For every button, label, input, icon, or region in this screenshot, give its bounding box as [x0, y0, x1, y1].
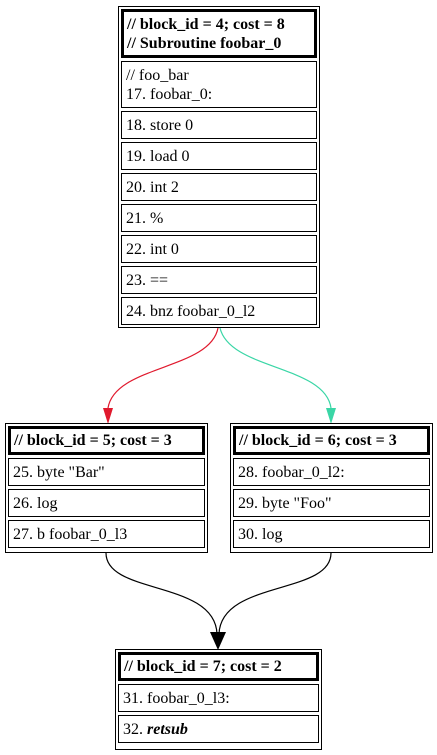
instruction-29: 29. byte "Foo"	[233, 489, 430, 517]
instruction-22: 22. int 0	[121, 235, 317, 263]
edge-b4-to-b5	[107, 327, 219, 409]
instruction-24: 24. bnz foobar_0_l2	[121, 297, 317, 325]
instruction-25: 25. byte "Bar"	[8, 458, 205, 486]
edge-b6-to-b7	[218, 552, 332, 635]
block-6: // block_id = 6; cost = 3 28. foobar_0_l…	[230, 423, 433, 553]
block-4-header: // block_id = 4; cost = 8 // Subroutine …	[121, 9, 317, 58]
block-4-comment: // foo_bar	[126, 66, 189, 84]
instruction-32-number: 32.	[123, 720, 143, 738]
block-7-header: // block_id = 7; cost = 2	[118, 652, 319, 681]
block-7: // block_id = 7; cost = 2 31. foobar_0_l…	[115, 649, 322, 750]
instruction-32: 32. retsub	[118, 715, 319, 743]
arrowhead-b4-to-b5	[103, 408, 113, 424]
block-4: // block_id = 4; cost = 8 // Subroutine …	[118, 6, 320, 328]
block-5-header: // block_id = 5; cost = 3	[8, 426, 205, 455]
block-4-label: 17. foobar_0:	[126, 85, 213, 103]
instruction-20: 20. int 2	[121, 173, 317, 201]
instruction-23: 23. ==	[121, 266, 317, 294]
instruction-28: 28. foobar_0_l2:	[233, 458, 430, 486]
instruction-27: 27. b foobar_0_l3	[8, 520, 205, 548]
block-4-label-cell: // foo_bar 17. foobar_0:	[121, 61, 317, 108]
instruction-26: 26. log	[8, 489, 205, 517]
block-4-header-line2: // Subroutine foobar_0	[127, 34, 282, 52]
block-5: // block_id = 5; cost = 3 25. byte "Bar"…	[5, 423, 208, 553]
arrowhead-b4-to-b6	[326, 408, 336, 424]
block-6-header: // block_id = 6; cost = 3	[233, 426, 430, 455]
instruction-30: 30. log	[233, 520, 430, 548]
instruction-32-op: retsub	[147, 720, 188, 738]
instruction-31: 31. foobar_0_l3:	[118, 684, 319, 712]
instruction-18: 18. store 0	[121, 111, 317, 139]
arrowhead-to-b7	[210, 632, 226, 650]
instruction-21: 21. %	[121, 204, 317, 232]
instruction-19: 19. load 0	[121, 142, 317, 170]
edge-b5-to-b7	[105, 552, 218, 635]
edge-b4-to-b6	[219, 327, 332, 409]
block-4-header-line1: // block_id = 4; cost = 8	[127, 15, 285, 33]
